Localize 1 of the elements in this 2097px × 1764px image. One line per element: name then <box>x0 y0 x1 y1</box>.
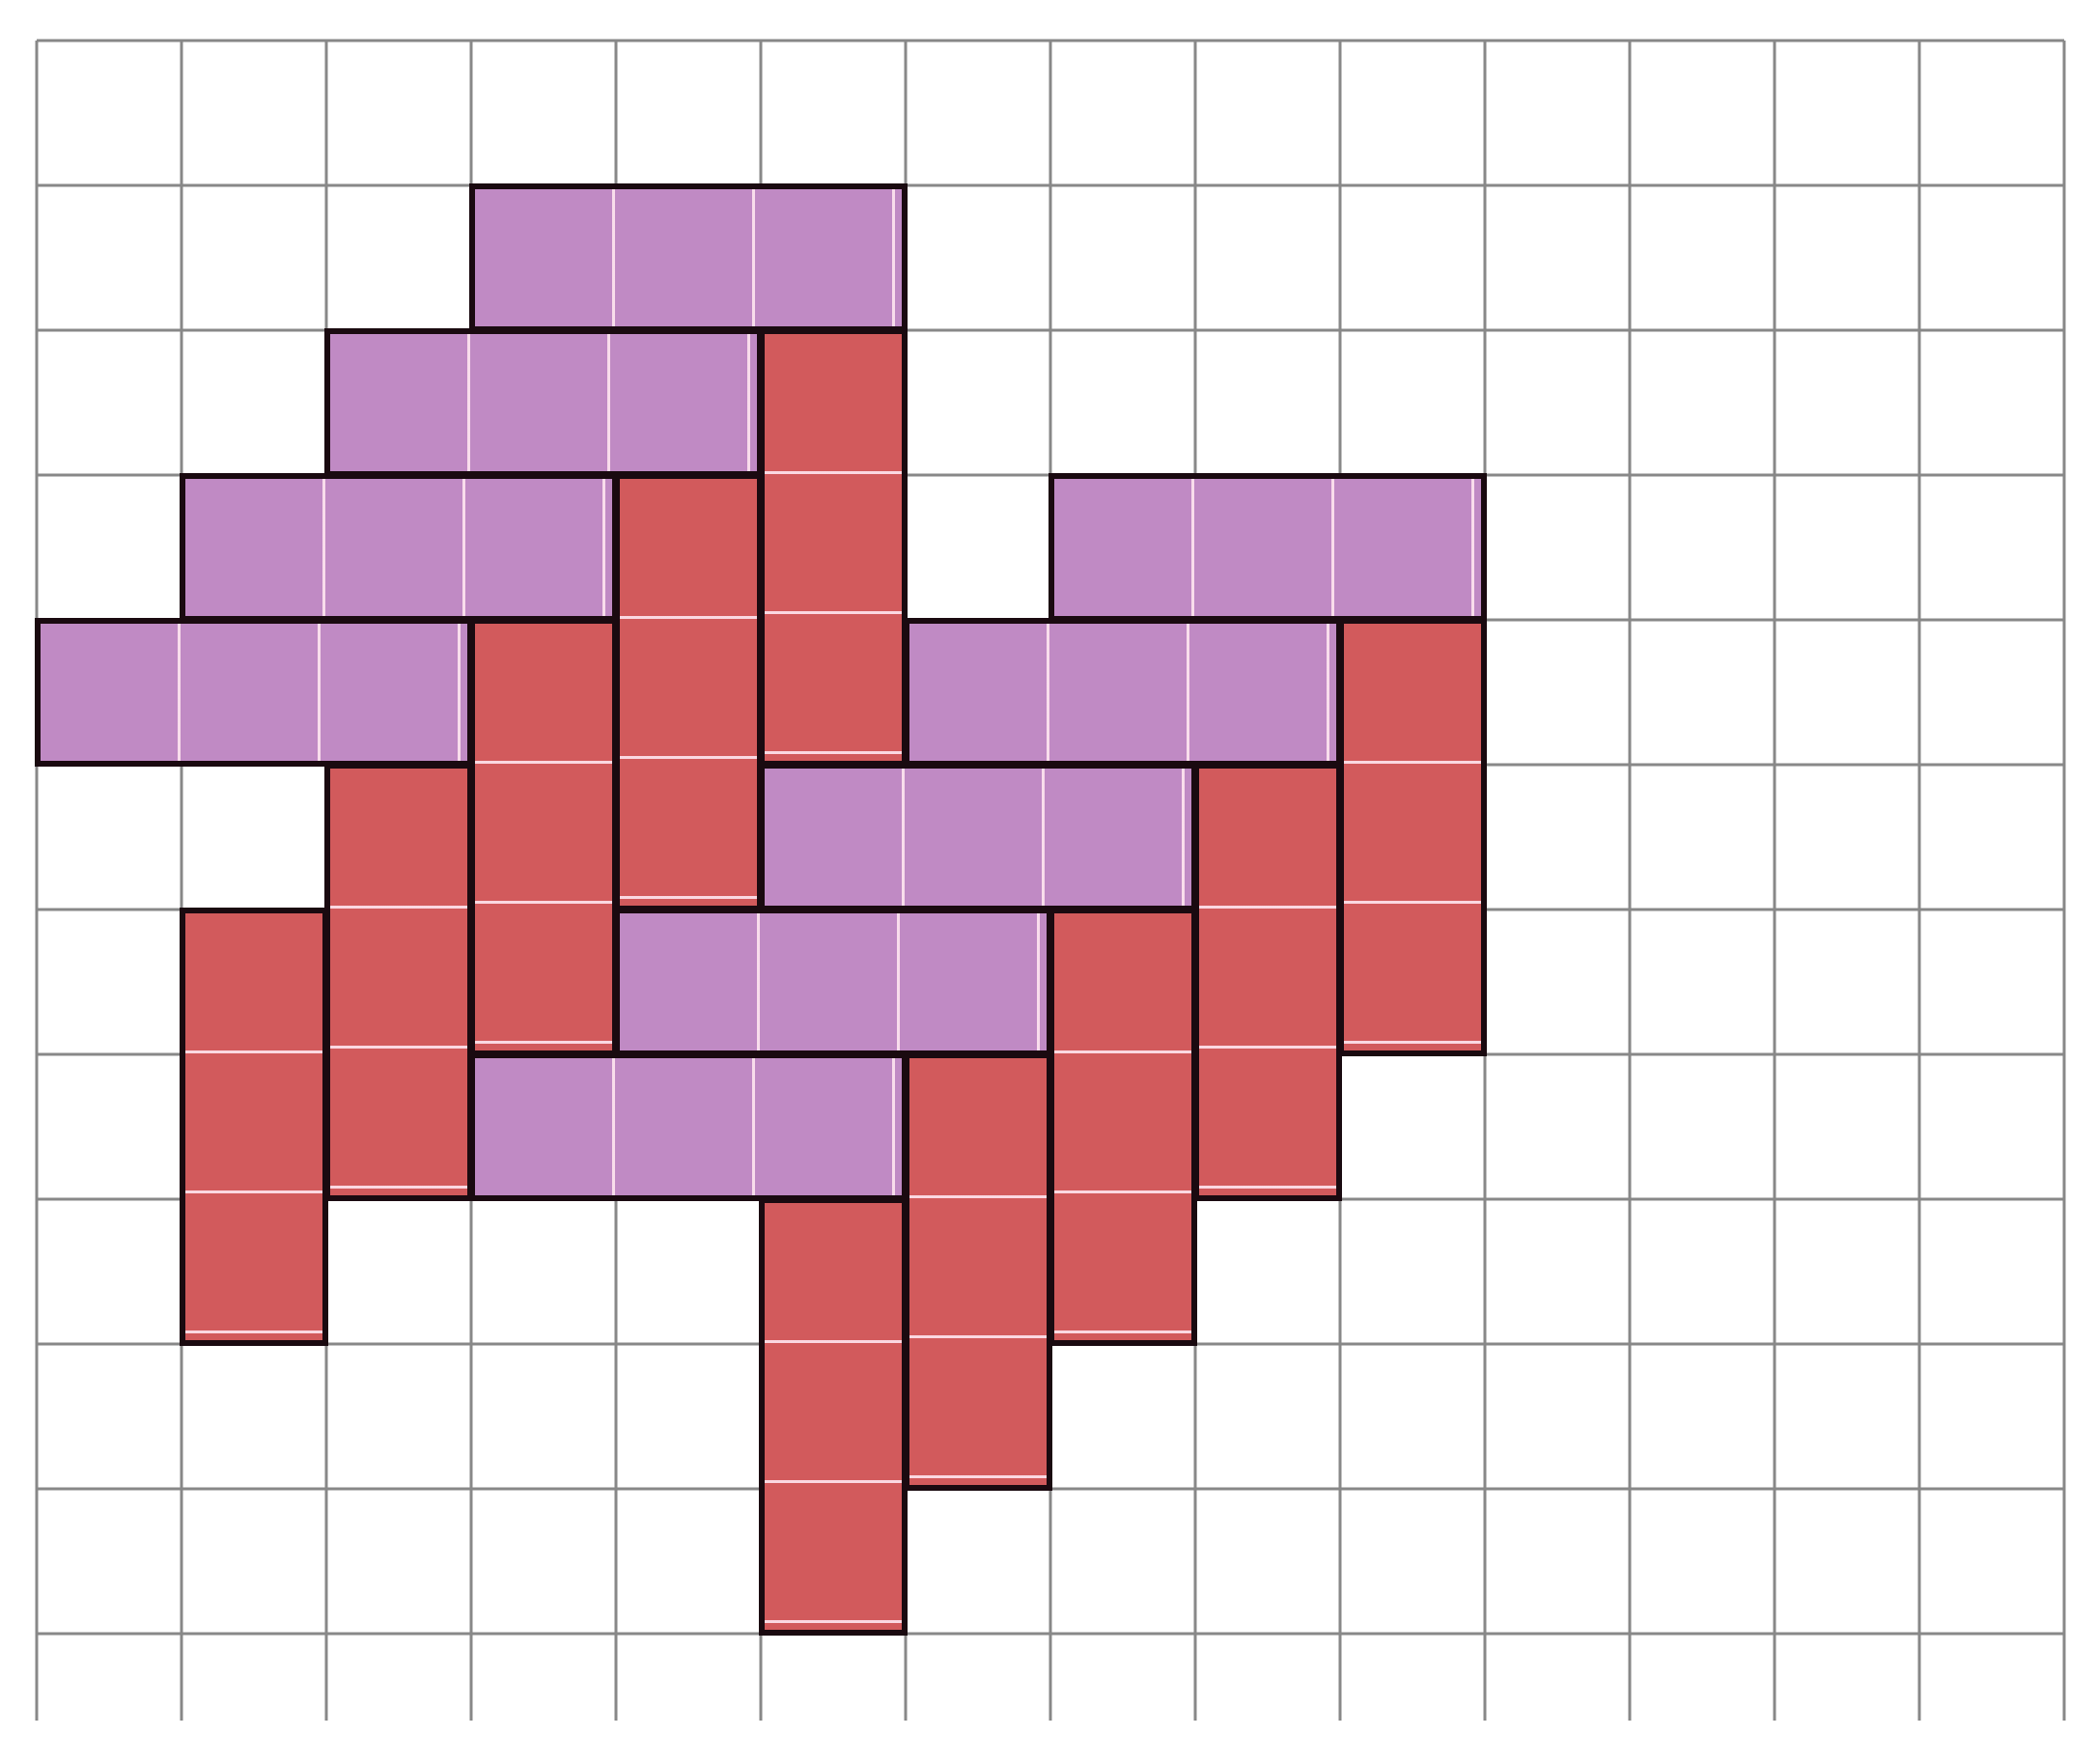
grid-bar <box>180 908 328 1346</box>
